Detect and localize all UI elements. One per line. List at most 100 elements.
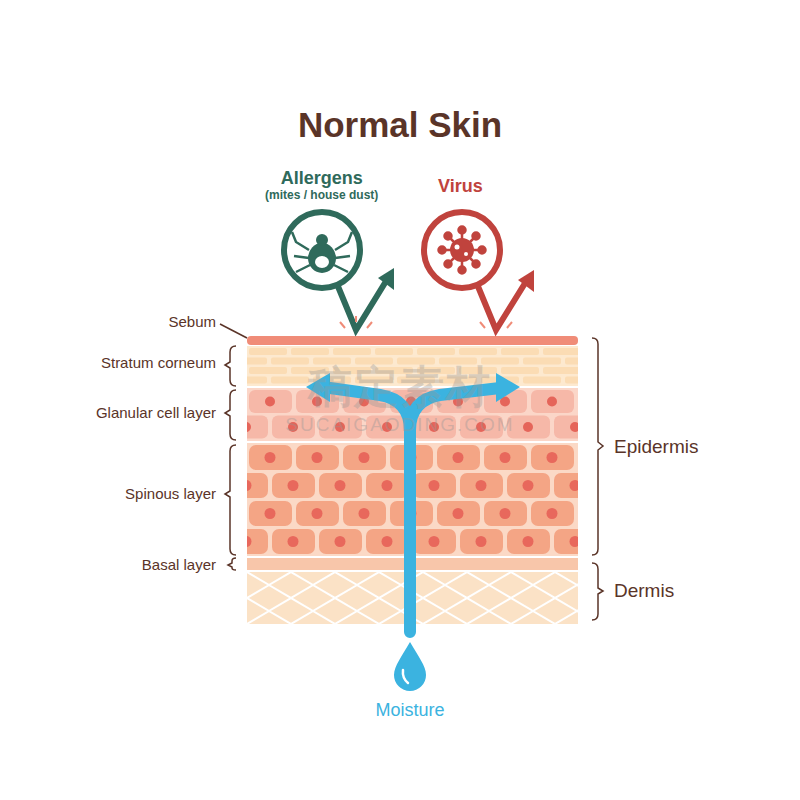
skin-cell: [413, 473, 456, 498]
skin-cell: [547, 452, 558, 463]
skin-cell: [437, 501, 480, 526]
skin-cell: [547, 397, 557, 407]
skin-cell: [247, 422, 251, 432]
skin-cell: [333, 348, 371, 355]
skin-cell: [249, 501, 292, 526]
diagram-title: Normal Skin: [298, 105, 502, 145]
skin-cell: [460, 529, 503, 554]
skin-cell: [417, 348, 455, 355]
skin-cell: [523, 377, 561, 384]
skin-cell: [547, 508, 558, 519]
skin-cell: [249, 390, 292, 413]
layer-label: Basal layer: [142, 556, 216, 573]
skin-cell: [247, 529, 268, 554]
skin-cell: [247, 358, 267, 365]
skin-cell: [272, 529, 315, 554]
skin-cell: [413, 529, 456, 554]
skin-cell: [523, 480, 534, 491]
skin-cell: [501, 367, 539, 374]
node-subheading: (mites / house dust): [265, 189, 378, 203]
skin-cell: [312, 508, 323, 519]
skin-cell: [343, 501, 386, 526]
layer-label: Glanular cell layer: [96, 404, 216, 421]
skin-cell: [271, 358, 309, 365]
skin-cell: [484, 445, 527, 470]
skin-cell: [543, 367, 578, 374]
skin-cell: [247, 416, 268, 439]
skin-cell: [249, 348, 287, 355]
layer-label: Spinous layer: [125, 485, 216, 502]
skin-cell: [565, 377, 578, 384]
moisture-label: Moisture: [375, 700, 444, 721]
skin-cell: [382, 480, 393, 491]
pathogen-heading: Virus: [438, 176, 483, 197]
skin-cell: [476, 536, 487, 547]
skin-cell: [570, 536, 579, 547]
skin-cell: [296, 501, 339, 526]
skin-cell: [272, 473, 315, 498]
skin-cell: [382, 536, 393, 547]
layer-label: Sebum: [168, 313, 216, 330]
skin-cell: [437, 445, 480, 470]
skin-cell: [531, 501, 574, 526]
layer-label: Stratum corneum: [101, 354, 216, 371]
skin-cell: [271, 377, 309, 384]
skin-cell: [247, 473, 268, 498]
skin-cell: [247, 536, 252, 547]
skin-cell: [484, 501, 527, 526]
skin-cell: [249, 445, 292, 470]
skin-cell: [554, 473, 578, 498]
skin-cell: [460, 473, 503, 498]
skin-cell: [359, 452, 370, 463]
skin-cell: [523, 358, 561, 365]
skin-cell: [531, 445, 574, 470]
watermark: 稿定素材: [308, 362, 492, 413]
skin-cell: [296, 445, 339, 470]
skin-cell: [359, 508, 370, 519]
skin-cell: [507, 473, 550, 498]
skin-cell: [453, 452, 464, 463]
skin-cell: [366, 529, 409, 554]
skin-cell: [459, 348, 497, 355]
pathogen-heading: Allergens(mites / house dust): [265, 168, 378, 202]
skin-cell: [501, 348, 539, 355]
skin-cell: [319, 529, 362, 554]
skin-cell: [554, 529, 578, 554]
skin-cell: [476, 480, 487, 491]
skin-cell: [247, 480, 252, 491]
skin-cell: [288, 536, 299, 547]
skin-cell: [247, 377, 267, 384]
skin-cell: [375, 348, 413, 355]
skin-cell: [265, 397, 275, 407]
skin-cell: [291, 348, 329, 355]
skin-cell: [335, 480, 346, 491]
skin-cell: [366, 473, 409, 498]
skin-cell: [570, 422, 578, 432]
skin-cell: [500, 452, 511, 463]
skin-cell: [565, 358, 578, 365]
skin-cell: [507, 529, 550, 554]
skin-cell: [523, 422, 533, 432]
skin-cell: [429, 480, 440, 491]
skin-cell: [554, 416, 578, 439]
skin-cell: [523, 536, 534, 547]
skin-cell: [429, 536, 440, 547]
skin-cell: [453, 508, 464, 519]
skin-cell: [570, 480, 579, 491]
skin-cell: [335, 536, 346, 547]
skin-cell: [319, 473, 362, 498]
skin-cell: [265, 508, 276, 519]
skin-cell: [543, 348, 578, 355]
skin-cell: [312, 452, 323, 463]
node-heading: Allergens: [265, 168, 378, 189]
skin-cell: [500, 508, 511, 519]
skin-cell: [531, 390, 574, 413]
region-label: Epidermis: [614, 436, 698, 458]
skin-cell: [343, 445, 386, 470]
region-label: Dermis: [614, 580, 674, 602]
skin-cell: [249, 367, 287, 374]
node-heading: Virus: [438, 176, 483, 197]
skin-cell: [265, 452, 276, 463]
watermark: SUCAIGAODING.COM: [285, 414, 514, 436]
